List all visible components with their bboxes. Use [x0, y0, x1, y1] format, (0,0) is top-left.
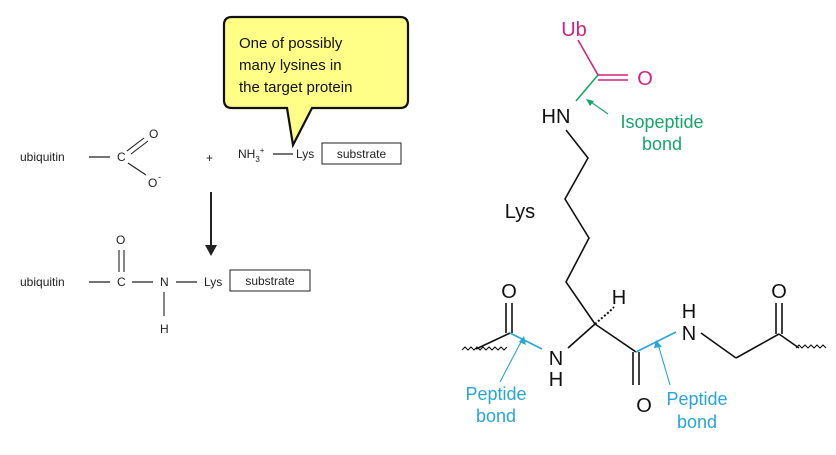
- substrate-label: substrate: [245, 274, 295, 288]
- chain-continuation-right: [795, 344, 827, 349]
- backbone-bond: [475, 332, 511, 350]
- isopeptide-label-line-2: bond: [642, 134, 682, 154]
- substrate-box: [229, 269, 311, 292]
- pointer-arrowhead-icon: [586, 99, 594, 106]
- peptide-backbone: H O N H O H N O: [461, 281, 827, 417]
- ub-label: Ub: [561, 19, 587, 41]
- backbone-bond: [778, 333, 800, 349]
- peptide-bond-line: [509, 332, 543, 350]
- hashed-wedge-bond: [594, 306, 615, 325]
- callout-line-2: many lysines in: [239, 57, 342, 74]
- hydrogen-atom: H: [549, 369, 563, 391]
- single-bond-line: [127, 162, 147, 176]
- nitrogen-atom: N: [549, 348, 563, 370]
- hydrogen-atom: H: [682, 301, 696, 323]
- chiral-hydrogen: H: [612, 287, 626, 309]
- double-bond-line-a: [126, 137, 145, 152]
- isopeptide-label-line-1: Isopeptide: [620, 112, 703, 132]
- oxygen-anion: O: [148, 176, 157, 190]
- chain-continuation-left: [461, 346, 508, 351]
- backbone-bond: [594, 323, 637, 353]
- minus-charge: -: [158, 172, 161, 182]
- lys-label: Lys: [505, 201, 535, 223]
- reactant-ubiquitin-carboxylate: ubiquitin C O O -: [20, 127, 161, 190]
- callout-line-3: the target protein: [239, 79, 352, 96]
- backbone-bond: [700, 332, 737, 359]
- carbon-atom: C: [117, 275, 126, 289]
- lys-label: Lys: [204, 275, 222, 289]
- substrate-label: substrate: [337, 147, 387, 161]
- peptide-pointer-right: [657, 343, 671, 386]
- amine-group: NH3+: [238, 146, 265, 164]
- lys-label: Lys: [296, 147, 314, 161]
- oxygen-atom: O: [149, 127, 158, 141]
- callout-line-1: One of possibly: [239, 35, 343, 52]
- ubiquitin-label: ubiquitin: [20, 275, 65, 289]
- oxygen-atom: O: [501, 281, 517, 303]
- peptide-label-right-line-2: bond: [677, 412, 717, 432]
- nitrogen-atom: N: [160, 275, 169, 289]
- peptide-label-right-line-1: Peptide: [666, 389, 727, 409]
- pointer-arrowhead-icon: [654, 340, 662, 348]
- plus-sign: +: [206, 151, 213, 165]
- peptide-label-left-line-1: Peptide: [465, 384, 526, 404]
- carbon-atom: C: [117, 150, 126, 164]
- pointer-arrowhead-icon: [519, 336, 526, 345]
- callout-shape: [222, 15, 410, 149]
- isopeptide-bond-line: [575, 74, 599, 102]
- side-chain-bonds: [564, 129, 596, 325]
- reactant-lysine-substrate: NH3+ Lys substrate: [238, 142, 402, 165]
- peptide-bond-labels: Peptide bond Peptide bond: [465, 336, 728, 432]
- callout-bubble: One of possibly many lysines in the targ…: [222, 15, 410, 149]
- backbone-bond: [567, 323, 596, 349]
- nitrogen-atom: N: [682, 323, 696, 345]
- lysine-side-chain: Ub O HN Isopeptide bond Lys: [505, 19, 704, 325]
- reaction-arrow: [205, 192, 217, 256]
- peptide-label-left-line-2: bond: [476, 406, 516, 426]
- oxygen-atom: O: [636, 395, 652, 417]
- hydrogen-atom: H: [160, 322, 169, 336]
- arrowhead-icon: [205, 245, 217, 256]
- oxygen-atom: O: [771, 281, 787, 303]
- product-isopeptide: ubiquitin C O N H Lys substrate: [20, 233, 311, 336]
- ub-bond: [577, 39, 599, 76]
- oxygen-atom: O: [637, 68, 653, 90]
- hn-group: HN: [542, 106, 571, 128]
- ubiquitin-label: ubiquitin: [20, 150, 65, 164]
- double-bond-line-b: [130, 140, 149, 155]
- substrate-box: [321, 142, 402, 165]
- oxygen-atom: O: [116, 233, 125, 247]
- peptide-pointer-left: [499, 339, 523, 383]
- backbone-bond: [735, 333, 780, 359]
